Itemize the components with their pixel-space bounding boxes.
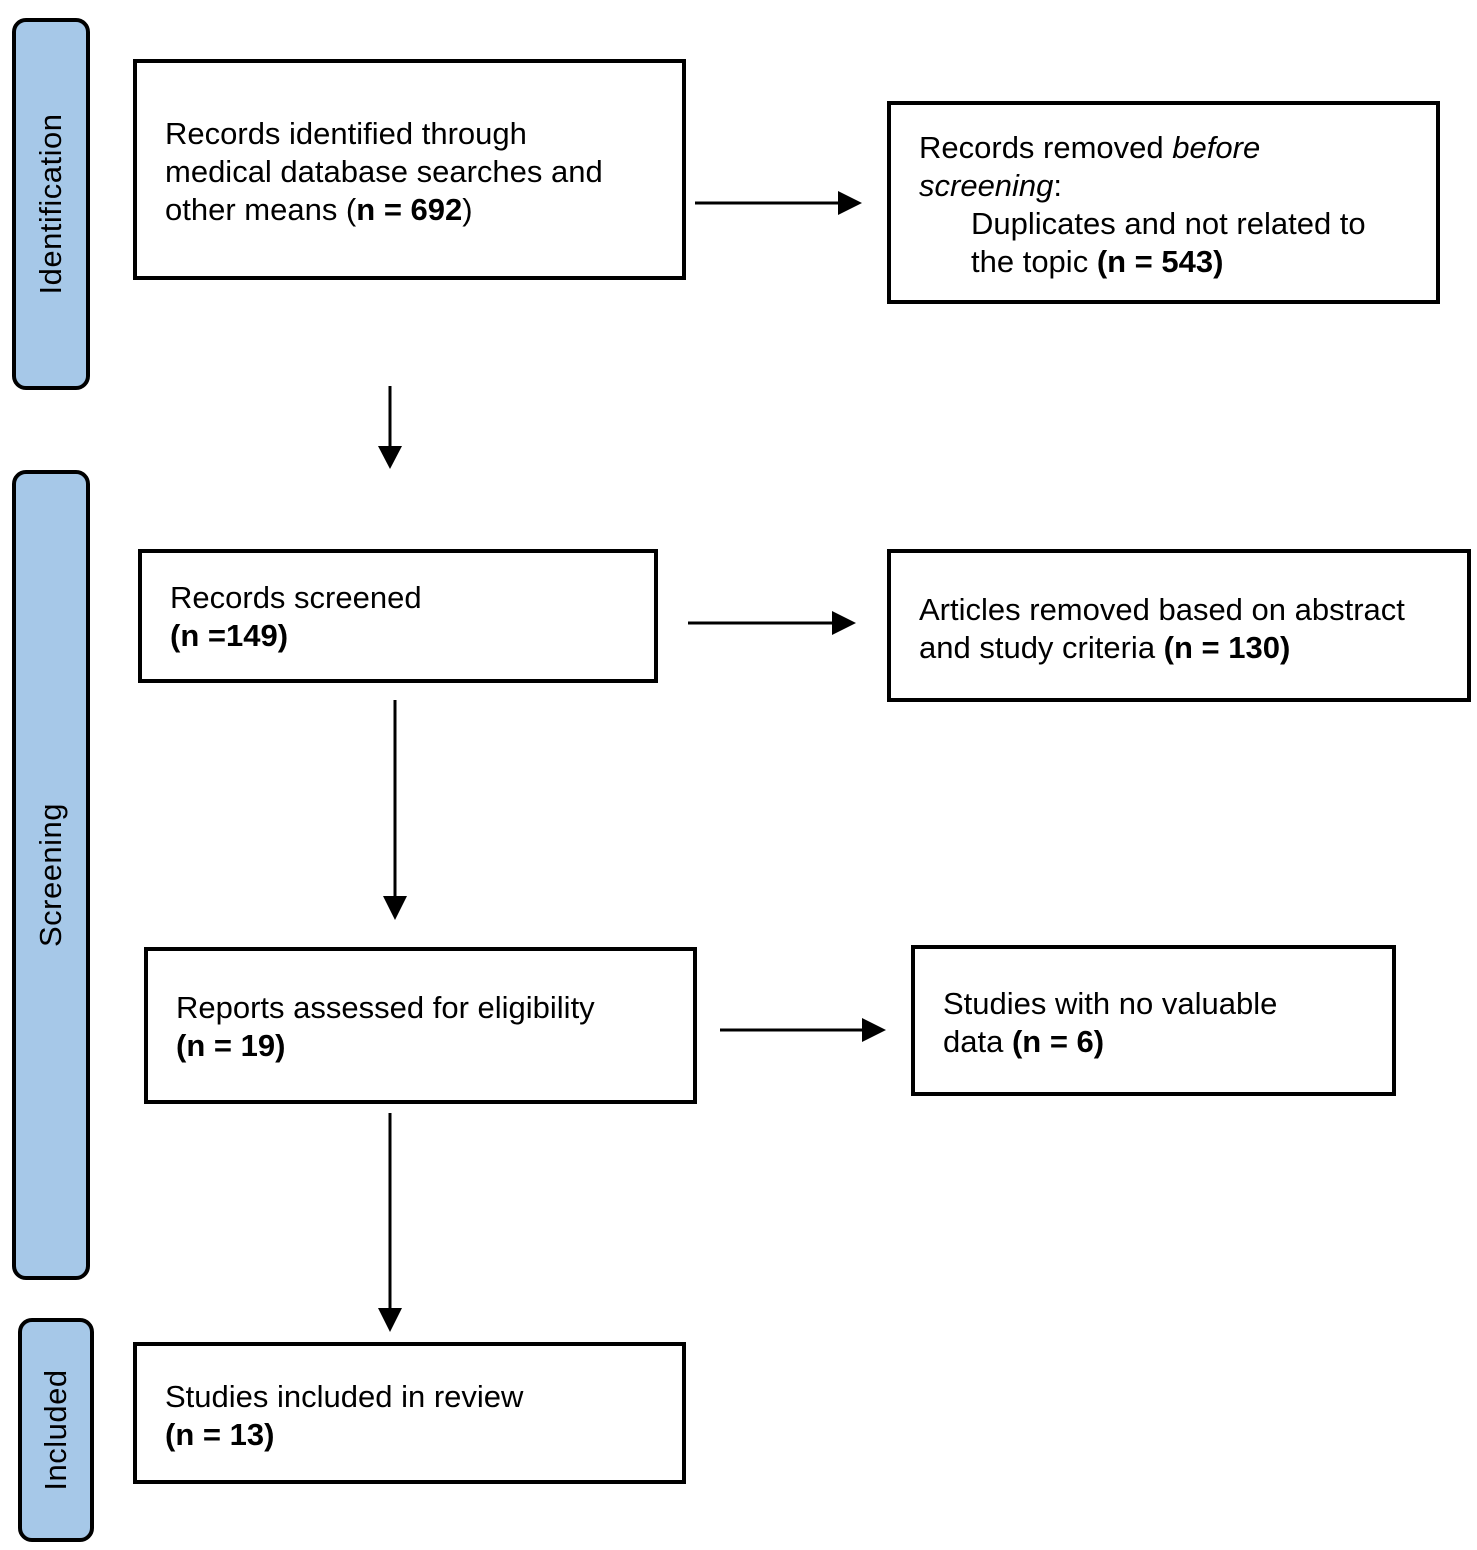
records-identified-suffix: ) bbox=[462, 192, 473, 227]
phase-included: Included bbox=[18, 1318, 94, 1542]
articles-removed-box: Articles removed based on abstract and s… bbox=[887, 549, 1471, 702]
records-removed-before-count: (n = 543) bbox=[1096, 244, 1224, 279]
no-valuable-data-prefix: data bbox=[943, 1024, 1012, 1059]
arrowhead-screened-to-assessed bbox=[383, 896, 407, 920]
records-removed-before-colon: : bbox=[1053, 168, 1063, 203]
records-identified-count: n = 692 bbox=[356, 192, 463, 227]
reports-assessed-count: (n = 19) bbox=[176, 1028, 286, 1063]
arrowhead-screened-to-removed bbox=[832, 611, 856, 635]
no-valuable-data-line1: Studies with no valuable bbox=[943, 986, 1278, 1021]
records-removed-before-text: Records removed before screening: Duplic… bbox=[919, 129, 1366, 281]
records-removed-before-prefix: Records removed bbox=[919, 130, 1173, 165]
records-removed-before-line2: screening: bbox=[919, 167, 1366, 205]
articles-removed-prefix: and study criteria bbox=[919, 630, 1164, 665]
no-valuable-data-box: Studies with no valuable data (n = 6) bbox=[911, 945, 1396, 1096]
articles-removed-line2: and study criteria (n = 130) bbox=[919, 629, 1405, 667]
articles-removed-line1: Articles removed based on abstract bbox=[919, 592, 1405, 627]
arrowhead-assessed-to-included bbox=[378, 1308, 402, 1332]
records-identified-box: Records identified through medical datab… bbox=[133, 59, 686, 280]
records-identified-line1: Records identified through bbox=[165, 116, 527, 151]
studies-included-box: Studies included in review (n = 13) bbox=[133, 1342, 686, 1484]
phase-screening: Screening bbox=[12, 470, 90, 1280]
no-valuable-data-text: Studies with no valuable data (n = 6) bbox=[943, 985, 1277, 1061]
arrowhead-identified-to-removed bbox=[838, 191, 862, 215]
records-removed-before-box: Records removed before screening: Duplic… bbox=[887, 101, 1440, 304]
no-valuable-data-count: (n = 6) bbox=[1011, 1024, 1105, 1059]
records-removed-before-line3: Duplicates and not related to bbox=[971, 206, 1366, 241]
records-screened-text: Records screened (n =149) bbox=[170, 579, 422, 655]
records-screened-box: Records screened (n =149) bbox=[138, 549, 658, 683]
arrowhead-assessed-to-nodata bbox=[862, 1018, 886, 1042]
records-removed-before-italic2: screening bbox=[919, 168, 1054, 203]
articles-removed-count: (n = 130) bbox=[1163, 630, 1291, 665]
records-identified-text: Records identified through medical datab… bbox=[165, 115, 603, 229]
studies-included-text: Studies included in review (n = 13) bbox=[165, 1378, 523, 1454]
phase-identification: Identification bbox=[12, 18, 90, 390]
reports-assessed-line1: Reports assessed for eligibility bbox=[176, 990, 595, 1025]
reports-assessed-box: Reports assessed for eligibility (n = 19… bbox=[144, 947, 697, 1104]
records-identified-line3: other means (n = 692) bbox=[165, 191, 603, 229]
records-identified-line2: medical database searches and bbox=[165, 154, 603, 189]
records-screened-count: (n =149) bbox=[170, 618, 289, 653]
arrowhead-identified-to-screened bbox=[378, 446, 402, 469]
articles-removed-text: Articles removed based on abstract and s… bbox=[919, 591, 1405, 667]
records-removed-before-topic: the topic bbox=[971, 244, 1097, 279]
studies-included-count: (n = 13) bbox=[165, 1417, 275, 1452]
records-removed-before-line1: Records removed before bbox=[919, 129, 1366, 167]
reports-assessed-text: Reports assessed for eligibility (n = 19… bbox=[176, 989, 595, 1065]
records-removed-before-italic1: before bbox=[1172, 130, 1261, 165]
records-identified-prefix: other means ( bbox=[165, 192, 357, 227]
records-removed-before-line4: the topic (n = 543) bbox=[919, 243, 1366, 281]
studies-included-line1: Studies included in review bbox=[165, 1379, 524, 1414]
records-screened-line1: Records screened bbox=[170, 580, 422, 615]
no-valuable-data-line2: data (n = 6) bbox=[943, 1023, 1277, 1061]
